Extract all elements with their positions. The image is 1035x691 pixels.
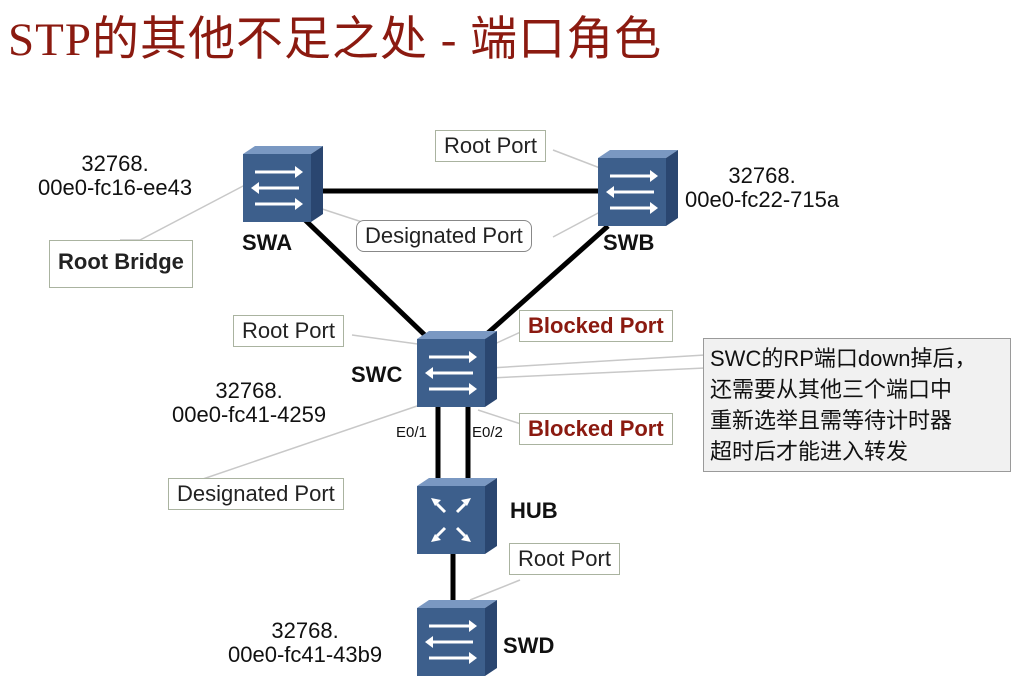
swd-bridge-id: 32768. 00e0-fc41-43b9	[228, 619, 382, 667]
blocked-port-callout-1: Blocked Port	[519, 310, 673, 342]
note-line-2: 还需要从其他三个端口中	[710, 377, 953, 402]
swb-mac: 00e0-fc22-715a	[685, 187, 840, 212]
explanation-note: SWC的RP端口down掉后， 还需要从其他三个端口中 重新选举且需等待计时器 …	[703, 338, 1011, 472]
leader-note-1	[489, 354, 706, 369]
swd-root-port-callout: Root Port	[509, 543, 620, 575]
swb-bridge-id: 32768. 00e0-fc22-715a	[685, 164, 839, 212]
leader-swc-rootport	[351, 334, 426, 346]
swd-mac: 00e0-fc41-43b9	[228, 642, 383, 667]
switch-swc-icon[interactable]	[417, 331, 497, 407]
port-e02-label: E0/2	[472, 424, 503, 441]
swc-label: SWC	[351, 362, 403, 387]
slide-title: STP的其他不足之处 - 端口角色	[8, 14, 663, 66]
swc-root-port-callout: Root Port	[233, 315, 344, 347]
swa-label: SWA	[242, 230, 293, 255]
switch-swa-icon[interactable]	[243, 146, 323, 222]
swd-priority: 32768.	[271, 618, 339, 643]
swd-label: SWD	[503, 633, 555, 658]
swb-root-port-callout: Root Port	[435, 130, 546, 162]
hub-label: HUB	[510, 498, 558, 523]
swa-mac: 00e0-fc16-ee43	[38, 175, 193, 200]
designated-port-callout-ab: Designated Port	[356, 220, 532, 252]
hub-icon[interactable]	[417, 478, 497, 554]
link-swb-swc	[478, 224, 610, 342]
swc-bridge-id: 32768. 00e0-fc41-4259	[172, 379, 326, 427]
leader-ab-designated-b	[552, 211, 601, 238]
root-bridge-callout: Root Bridge	[49, 240, 193, 288]
leader-swb-rootport	[552, 149, 601, 169]
leader-swd-rootport	[469, 579, 521, 601]
note-line-1: SWC的RP端口down掉后，	[710, 346, 977, 371]
leader-blocked-2	[477, 409, 525, 426]
link-swa-swc	[301, 216, 432, 342]
leader-note-2	[489, 367, 706, 379]
note-line-3: 重新选举且需等待计时器	[710, 408, 953, 433]
blocked-port-callout-2: Blocked Port	[519, 413, 673, 445]
note-line-4: 超时后才能进入转发	[710, 439, 909, 464]
swa-bridge-id: 32768. 00e0-fc16-ee43	[38, 152, 192, 200]
switch-swd-icon[interactable]	[417, 600, 497, 676]
leader-hub-designated	[199, 404, 421, 481]
hub-designated-port-callout: Designated Port	[168, 478, 344, 510]
swb-priority: 32768.	[728, 163, 796, 188]
swa-priority: 32768.	[81, 151, 149, 176]
swc-mac: 00e0-fc41-4259	[172, 402, 327, 427]
switch-swb-icon[interactable]	[598, 150, 678, 226]
swb-label: SWB	[603, 230, 655, 255]
port-e01-label: E0/1	[396, 424, 427, 441]
swc-priority: 32768.	[215, 378, 283, 403]
